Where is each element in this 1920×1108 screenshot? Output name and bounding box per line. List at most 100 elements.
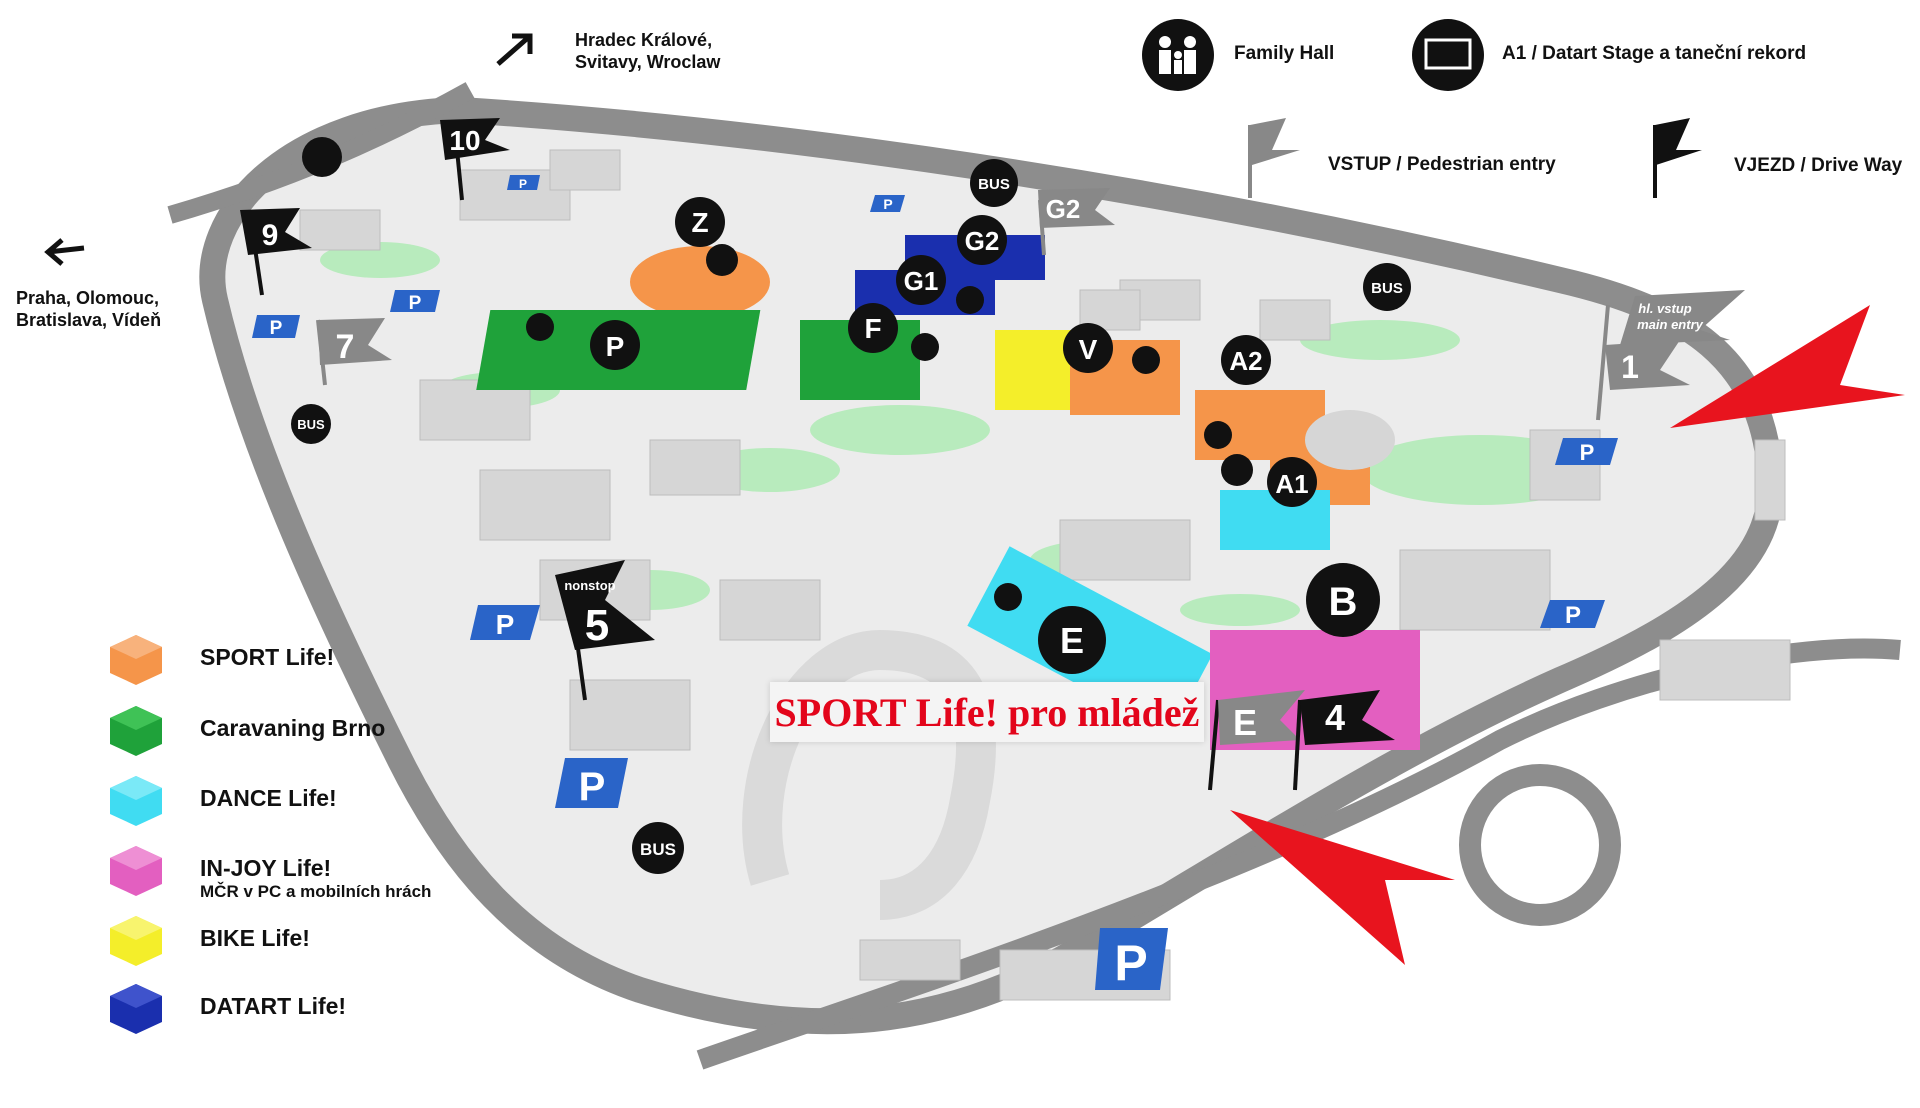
bus-label: BUS [640, 840, 676, 859]
hall-v-label: V [1079, 334, 1098, 365]
restaurant-icon [956, 286, 984, 314]
gate-1-flag [1596, 290, 1745, 421]
legend-item-caravaning: Caravaning Brno [110, 706, 385, 756]
bus-stop-icon [970, 159, 1018, 207]
legend-swatch [110, 706, 162, 756]
running-track [742, 629, 996, 920]
restaurant-icon [1204, 421, 1232, 449]
hall-e-badge [1038, 606, 1106, 674]
hall-a2-label: A2 [1229, 346, 1262, 376]
legend-label: DANCE Life! [200, 785, 337, 811]
gate-e-flag [1208, 690, 1305, 791]
parking-icon [390, 290, 440, 312]
youth-banner-label: SPORT Life! pro mládež [774, 689, 1200, 735]
legend-swatch [110, 846, 162, 896]
pedestrian-flag-icon [1248, 118, 1300, 198]
parking-icon [1095, 928, 1168, 990]
hall-e-label: E [1060, 620, 1084, 661]
gate-9-flag [240, 208, 312, 296]
pedestrian-entry-label: VSTUP / Pedestrian entry [1328, 154, 1556, 175]
hall-a1-label: A1 [1275, 469, 1308, 499]
hall-g1-label: G1 [904, 266, 939, 296]
parking-label: P [579, 765, 606, 809]
hall-z-label: Z [691, 207, 708, 238]
driveway-label: VJEZD / Drive Way [1734, 155, 1903, 176]
legend-item-injoy: IN-JOY Life!MČR v PC a mobilních hrách [110, 846, 431, 902]
parking-icon [507, 175, 540, 190]
stage-label: A1 / Datart Stage a taneční rekord [1502, 43, 1807, 64]
restaurant-icon [1132, 346, 1160, 374]
arrow-west-icon [44, 238, 85, 266]
restaurant-icons [526, 244, 1253, 611]
legend-swatch [110, 916, 162, 966]
restaurant-icon [911, 333, 939, 361]
bus-label: BUS [297, 417, 325, 432]
gate-g2-label: G2 [1046, 194, 1081, 224]
hall-g2-label: G2 [965, 226, 1000, 256]
parking-label: P [496, 609, 515, 640]
parking-label: P [1565, 602, 1581, 629]
legend-swatch [110, 984, 162, 1034]
parking-icon [870, 195, 905, 212]
hall-z-shape [630, 246, 770, 318]
legend-swatch [110, 635, 162, 685]
gate-10-flag [440, 118, 510, 201]
restaurant-icon [994, 583, 1022, 611]
bus-stop-icon [291, 404, 331, 444]
direction-west-label: Praha, Olomouc, Bratislava, Vídeň [16, 288, 162, 330]
hall-p-label: P [606, 331, 625, 362]
gate-7-flag [316, 318, 392, 386]
parking-icon [470, 605, 540, 640]
rotunda [1305, 410, 1395, 470]
parking-label: P [1114, 935, 1147, 991]
gate-5-flag [555, 560, 655, 701]
bus-stop-icon [1363, 263, 1411, 311]
hall-a2-badge [1221, 335, 1271, 385]
hall-f-badge [848, 303, 898, 353]
parking-icon [1555, 438, 1618, 465]
hall-v-badge [1063, 323, 1113, 373]
entry-arrow-south [1230, 810, 1455, 965]
hall-z-badge [675, 197, 725, 247]
gate-5-label: 5 [585, 601, 609, 650]
legend-swatch [110, 776, 162, 826]
gate-4-flag [1293, 690, 1395, 791]
legend-item-bike: BIKE Life! [110, 916, 310, 966]
parking-label: P [409, 293, 422, 314]
restaurant-icon [526, 313, 554, 341]
gate-g2-flag [1038, 188, 1115, 256]
hall-badges [590, 197, 1380, 674]
legend-label: BIKE Life! [200, 925, 310, 951]
bus-badges [291, 137, 1411, 874]
hall-b-badge [1306, 563, 1380, 637]
stage-badge-icon [1221, 454, 1253, 486]
direction-northeast-label: Hradec Králové, Svitavy, Wroclaw [575, 30, 721, 72]
gate-5-note: nonstop [564, 578, 615, 593]
family-figures-icon [1159, 36, 1196, 74]
roundabout [1459, 764, 1621, 926]
gate-7-label: 7 [336, 328, 355, 366]
gate-10-label: 10 [449, 125, 480, 156]
gate-flags [240, 118, 1745, 791]
bus-stop-icon [632, 822, 684, 874]
hall-b-label: B [1329, 580, 1358, 624]
driveway-flag-icon [1653, 118, 1702, 198]
hall-g2-badge [957, 215, 1007, 265]
parking-label: P [270, 318, 283, 339]
bus-label: BUS [1371, 280, 1403, 297]
legend-sublabel: MČR v PC a mobilních hrách [200, 882, 432, 902]
legend-label: Caravaning Brno [200, 715, 386, 741]
family-hall-label: Family Hall [1234, 43, 1335, 64]
legend-label: IN-JOY Life!MČR v PC a mobilních hrách [200, 855, 432, 902]
gate-1-note: hl. vstup [1638, 301, 1692, 316]
motorway-icon [302, 137, 342, 177]
buildings [299, 149, 1791, 1001]
gate-4-label: 4 [1325, 697, 1345, 738]
gate-1-label: 1 [1621, 349, 1639, 385]
parking-label: P [1580, 440, 1595, 465]
stage-screen-icon [1424, 38, 1472, 70]
parking-label: P [883, 196, 892, 212]
hall-a1-badge [1267, 457, 1317, 507]
parking-signs [252, 175, 1618, 990]
